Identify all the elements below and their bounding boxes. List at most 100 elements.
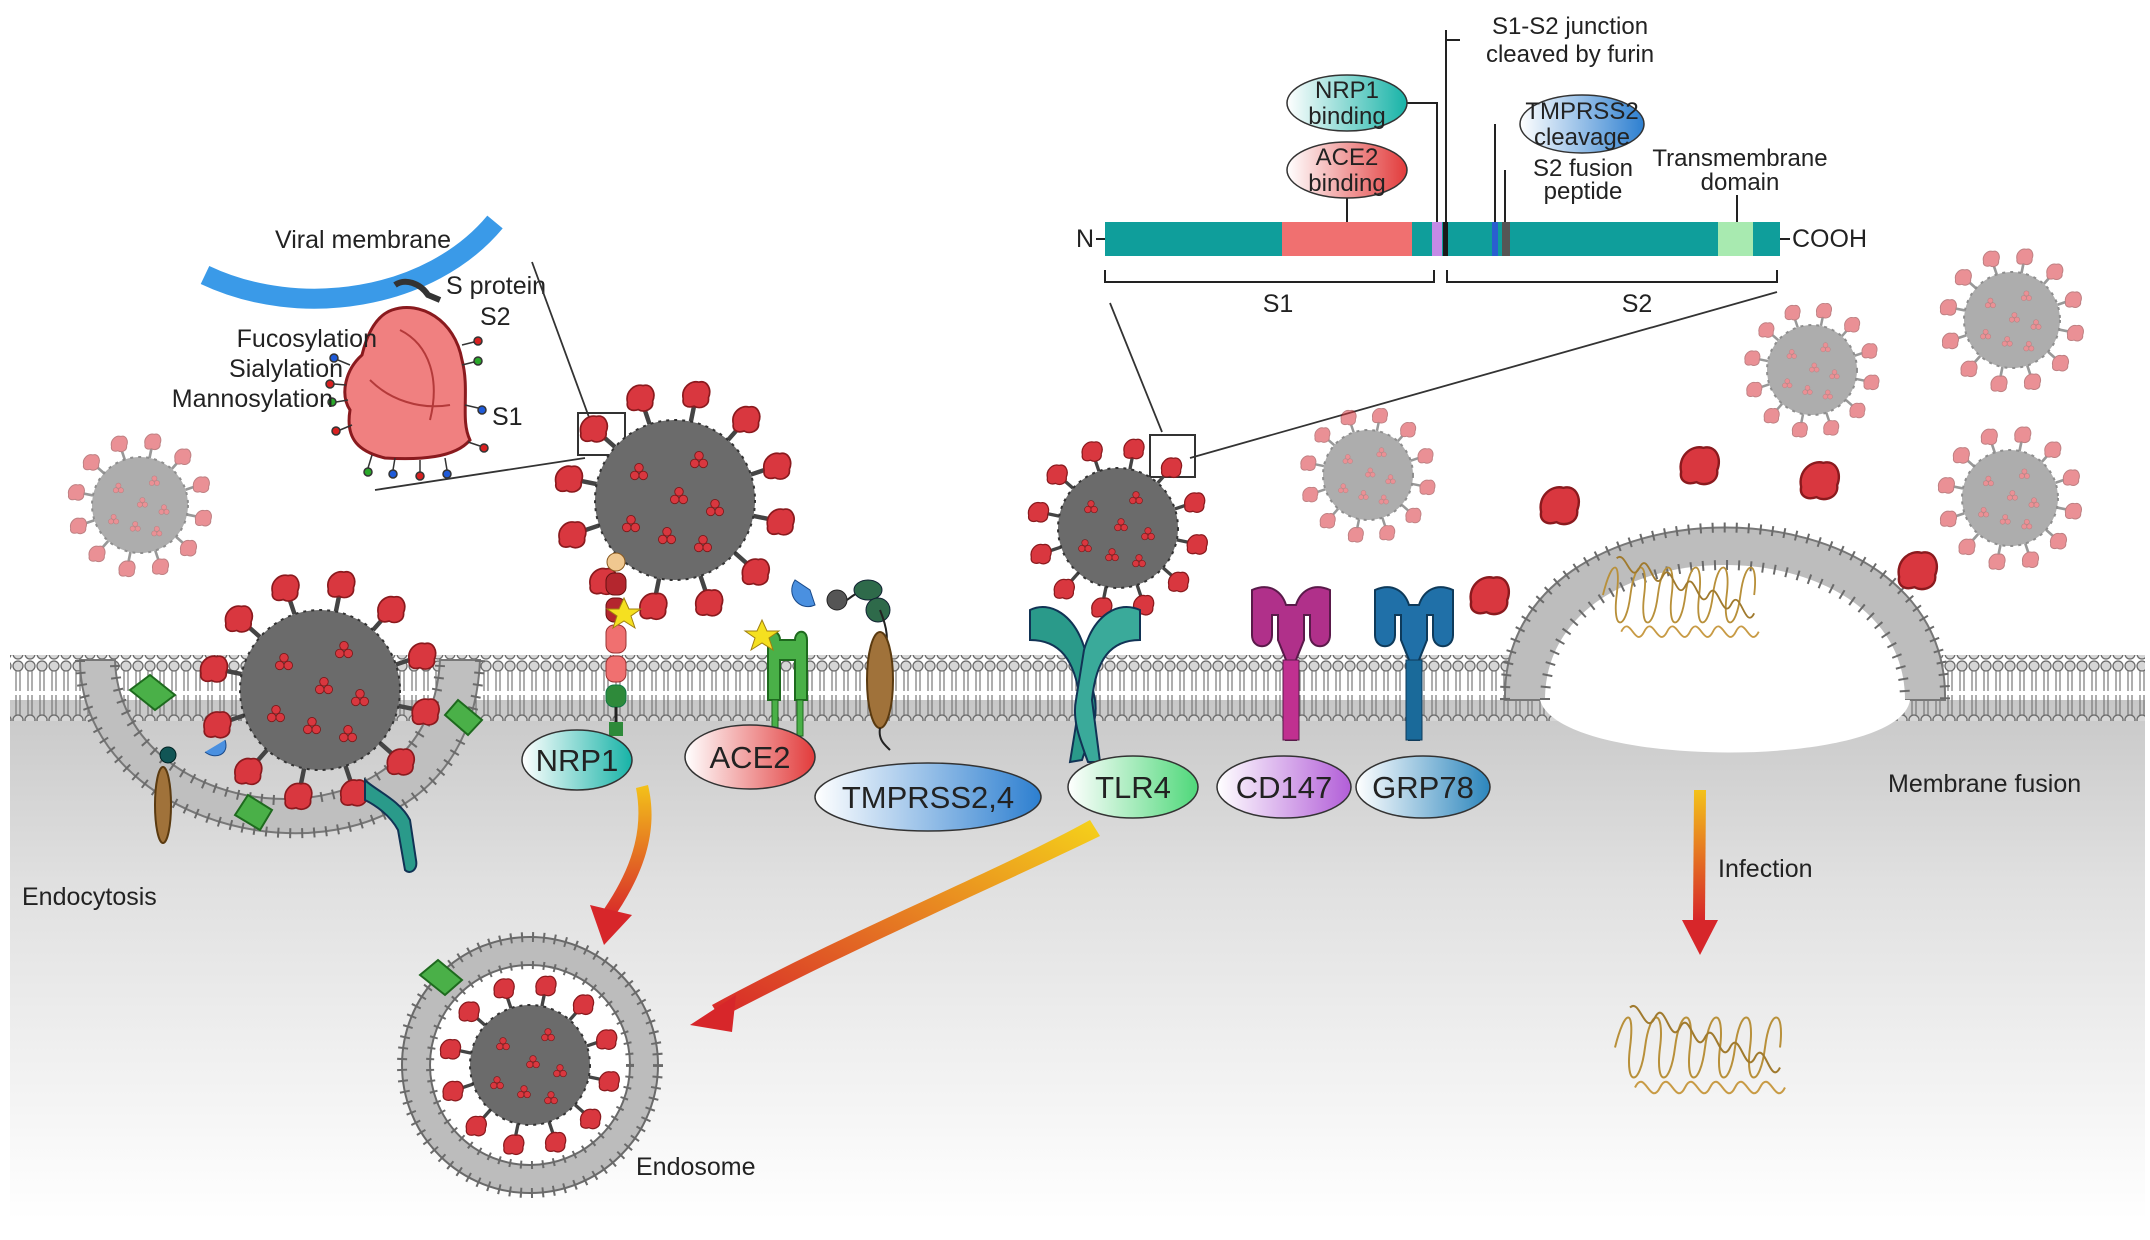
spike-head	[1053, 578, 1075, 600]
s2-region-label: S2	[1622, 290, 1653, 318]
spike-head	[1417, 448, 1434, 464]
spike-head	[2044, 441, 2062, 458]
receptor-structures	[128, 450, 1454, 997]
spike-head	[118, 560, 136, 578]
spike-head	[762, 452, 792, 480]
spike-head	[1952, 447, 1970, 464]
spike-head	[442, 1080, 464, 1102]
nrp1-binding-badge	[1286, 74, 1408, 132]
membrane-fusion-label: Membrane fusion	[1888, 770, 2081, 798]
spike-head	[2062, 469, 2080, 486]
tmprss2-site	[1492, 222, 1498, 256]
spike-head	[1982, 250, 2000, 268]
spike-head	[1371, 408, 1388, 424]
spike-head	[1300, 455, 1317, 471]
spike-head	[1746, 381, 1763, 398]
virion-floating-2	[1300, 408, 1436, 543]
spike-head	[1340, 409, 1357, 426]
spike-head	[1815, 303, 1832, 319]
spike-head	[558, 521, 587, 549]
fusion-peptide	[1502, 222, 1510, 256]
nrp1-site	[1432, 222, 1442, 256]
spike-head	[1958, 538, 1976, 556]
ace2-binding-label-2: binding	[1308, 170, 1385, 197]
s2-subunit-label: S2	[480, 303, 511, 331]
spike-head	[1937, 477, 1955, 494]
spike-head	[1791, 422, 1808, 438]
virion-floating-5	[1937, 426, 2082, 571]
ace2-structure	[743, 618, 808, 737]
spike-head	[1960, 360, 1978, 378]
spike-head	[1419, 479, 1436, 496]
virion-in-endosome	[439, 975, 620, 1156]
spike-head	[327, 570, 356, 599]
viral-membrane-label: Viral membrane	[275, 226, 451, 254]
spike-bar	[1105, 222, 1780, 256]
spike-head	[732, 405, 761, 434]
c-terminus-label: COOH	[1792, 225, 1867, 253]
spike-head	[535, 975, 557, 997]
virion-endocytosing	[199, 570, 440, 811]
spike-head	[88, 545, 106, 563]
spike-head	[339, 779, 369, 807]
spike-head	[377, 595, 406, 624]
tlr4-label: TLR4	[1095, 770, 1171, 805]
spike-head	[766, 508, 795, 536]
spike-head	[595, 1029, 618, 1050]
spike-head	[579, 1108, 602, 1130]
spike-head	[1081, 441, 1103, 462]
spike-head	[179, 539, 197, 557]
spike-head	[1347, 527, 1364, 543]
spike-head	[1302, 486, 1319, 503]
spike-head	[174, 448, 192, 465]
spike-head	[1941, 332, 1959, 350]
spike-head	[144, 433, 162, 451]
spike-head	[407, 642, 437, 670]
spike-head	[2021, 551, 2040, 568]
spike-head	[1990, 375, 2008, 393]
ace2-binding-label-1: ACE2	[1316, 144, 1379, 171]
spike-head	[544, 1131, 567, 1153]
spike-head	[1861, 343, 1878, 359]
virion-floating-3	[1744, 303, 1880, 438]
spike-head	[694, 589, 724, 617]
spike-head	[1160, 457, 1183, 478]
arrow-infection	[1693, 790, 1706, 920]
spike-head	[1988, 553, 2006, 571]
cd147-pill: CD147	[1216, 755, 1352, 819]
spike-head	[1939, 299, 1957, 316]
spike-head	[554, 465, 584, 493]
endocytosis-label: Endocytosis	[22, 883, 157, 911]
spike-head	[1030, 543, 1052, 565]
cd147-label: CD147	[1236, 770, 1333, 805]
spike-head	[1167, 571, 1190, 593]
spike-head	[1379, 525, 1396, 541]
spike-head	[2066, 324, 2084, 342]
zoom-box-left	[577, 412, 626, 456]
spike-head	[626, 384, 655, 412]
tmprss2-cleavage-badge	[1519, 94, 1645, 154]
spike-head	[1763, 408, 1780, 424]
spike-head	[1319, 513, 1336, 529]
spike-head	[1123, 438, 1145, 460]
spike-head	[1183, 492, 1206, 513]
n-terminus-label: N	[1076, 225, 1094, 253]
spike-head	[503, 1134, 525, 1156]
spike-head	[224, 605, 254, 633]
spike-head	[572, 994, 595, 1015]
spike-head	[1314, 427, 1331, 443]
infection-label: Infection	[1718, 855, 1813, 883]
pathway-arrows	[590, 785, 1718, 1032]
tmprss2-pill: TMPRSS2,4	[814, 762, 1042, 832]
spike-head	[1744, 350, 1761, 366]
spike-head	[598, 1071, 620, 1092]
spike-head	[69, 517, 87, 535]
mannosylation-label: Mannosylation	[172, 385, 333, 413]
spike-inset: Viral membrane S protein S2 S1 Fucosylat…	[172, 215, 1778, 491]
tmprss2-cleavage-label-2: cleavage	[1534, 124, 1630, 151]
spike-head	[2049, 532, 2067, 550]
spike-head	[284, 782, 313, 811]
furin-site	[1443, 222, 1448, 256]
tmprss2-structure	[791, 579, 894, 751]
sialylation-label: Sialylation	[229, 355, 343, 383]
